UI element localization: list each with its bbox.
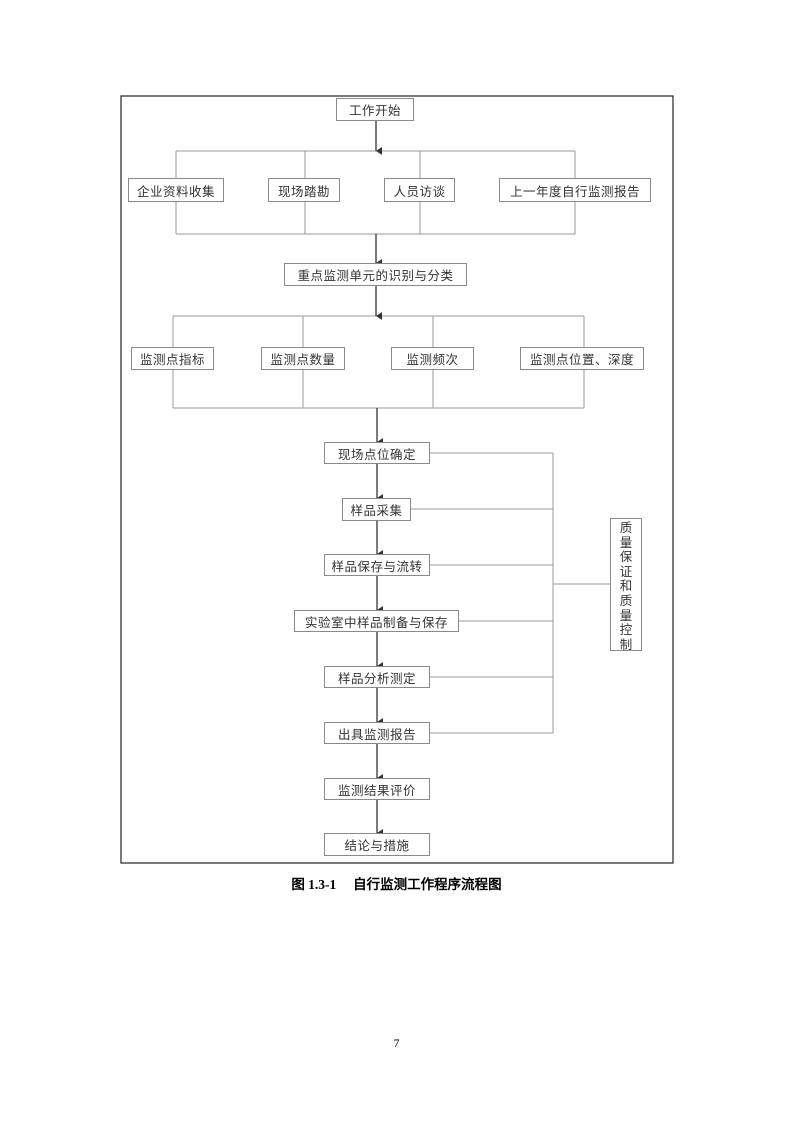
process-step-node: 现场点位确定	[324, 442, 430, 464]
process-step-node: 样品保存与流转	[324, 554, 430, 576]
start-node: 工作开始	[336, 98, 414, 121]
qa-qc-label: 质量保证和质量控制	[619, 520, 633, 652]
qa-qc-node: 质量保证和质量控制	[610, 518, 642, 652]
process-step-node: 样品分析测定	[324, 666, 430, 688]
info-source-node: 企业资料收集	[128, 178, 224, 202]
process-step-node: 监测结果评价	[324, 778, 430, 800]
process-step-node: 结论与措施	[324, 833, 430, 856]
monitoring-param-node: 监测点位置、深度	[520, 347, 644, 370]
monitoring-param-node: 监测频次	[391, 347, 474, 370]
process-step-node: 实验室中样品制备与保存	[294, 610, 459, 632]
monitoring-param-node: 监测点指标	[131, 347, 214, 370]
info-source-node: 现场踏勘	[268, 178, 340, 202]
info-source-node: 人员访谈	[384, 178, 455, 202]
identify-node: 重点监测单元的识别与分类	[284, 263, 467, 286]
process-step-node: 出具监测报告	[324, 722, 430, 744]
page-number: 7	[393, 1036, 400, 1050]
diagram-frame	[120, 95, 674, 864]
monitoring-param-node: 监测点数量	[261, 347, 345, 370]
figure-caption: 图 1.3-1 自行监测工作程序流程图	[291, 877, 502, 892]
info-source-node: 上一年度自行监测报告	[499, 178, 651, 202]
process-step-node: 样品采集	[342, 498, 411, 521]
